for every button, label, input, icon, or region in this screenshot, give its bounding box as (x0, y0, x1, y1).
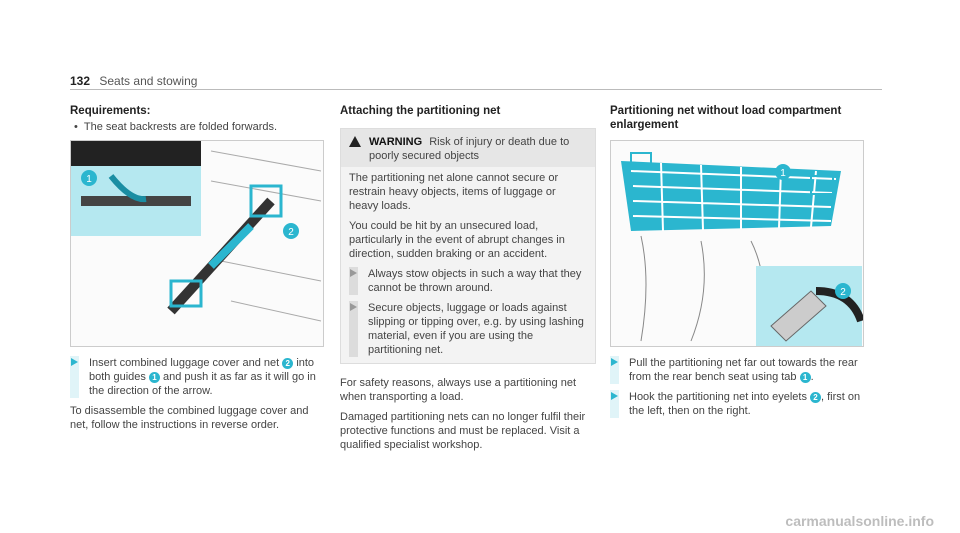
step-text: Hook the partitioning net into eyelets 2… (629, 390, 866, 418)
requirements-heading: Requirements: (70, 105, 151, 117)
step-text-part: . (810, 371, 814, 383)
page-number: 132 (70, 74, 91, 88)
callout-1-label: 1 (780, 168, 786, 179)
step-text-part: Insert combined luggage cover and net (89, 357, 280, 369)
warning-title-line: WARNING Risk of injury or death due to p… (369, 135, 587, 163)
inset-guide-rail (81, 196, 191, 206)
warning-header: WARNING Risk of injury or death due to p… (341, 129, 595, 167)
callout-2-label: 2 (840, 287, 846, 298)
step-text-part: into both guides (89, 357, 315, 383)
warning-step-text: Secure objects, luggage or loads against… (368, 302, 584, 356)
step-bar (349, 301, 358, 357)
step-text-part: and push it as far as it will go in the … (89, 371, 316, 397)
step-text-part: Pull the partitioning net far out toward… (629, 357, 858, 383)
inset-eyelet (770, 290, 827, 342)
figure-luggage-cover: 1 2 (70, 140, 324, 347)
eyelet-highlight-left (630, 152, 652, 169)
seat-line-art (640, 235, 765, 342)
warning-step-2: Secure objects, luggage or loads against… (349, 301, 587, 357)
warning-body: The partitioning net alone cannot secure… (341, 167, 595, 363)
step-bar (610, 356, 619, 384)
warning-title: WARNING (369, 136, 423, 148)
net-grid (630, 162, 837, 232)
step-arrow-icon (611, 358, 618, 366)
warning-paragraph-2: You could be hit by an unsecured load, p… (349, 220, 565, 260)
callout-1 (81, 170, 97, 186)
column-partitioning: Partitioning net without load compartmen… (610, 104, 866, 134)
requirement-text: The seat backrests are folded forwards. (83, 121, 278, 133)
step-bar (610, 390, 619, 418)
step-arrow-icon (350, 269, 357, 277)
callout-1 (775, 164, 791, 180)
guide-highlight-top (249, 184, 283, 218)
callout-2-label: 2 (288, 227, 294, 238)
requirement-bullet: • The seat backrests are folded forwards… (70, 120, 326, 134)
header-divider (70, 89, 882, 90)
partitioning-net-illustration: 1 2 (621, 152, 863, 346)
eyelet-highlight-right (810, 175, 834, 195)
guide-highlight-bottom (169, 279, 203, 308)
partitioning-heading: Partitioning net without load compartmen… (610, 105, 842, 131)
section-title: Seats and stowing (99, 74, 198, 88)
column-attaching: Attaching the partitioning net WARNING R… (340, 104, 596, 458)
step-insert-cover: Insert combined luggage cover and net 2 … (70, 356, 326, 398)
step-text: Insert combined luggage cover and net 2 … (89, 356, 326, 398)
bullet-dot: • (74, 121, 78, 133)
step-bar (70, 356, 79, 398)
step-text-part: Hook the partitioning net into eyelets (629, 391, 807, 403)
step-bar (349, 267, 358, 295)
direction-arrow (208, 223, 254, 269)
step-arrow-icon (71, 358, 78, 366)
damaged-net-paragraph: Damaged partitioning nets can no longer … (340, 411, 586, 451)
warning-step-text: Always stow objects in such a way that t… (368, 268, 582, 294)
badge-1: 1 (799, 371, 811, 383)
callout-2 (283, 223, 299, 239)
column3-steps: Pull the partitioning net far out toward… (610, 350, 866, 418)
step-text-part: , first on the left, then on the right. (629, 391, 861, 417)
warning-step-1: Always stow objects in such a way that t… (349, 267, 587, 295)
callout-2 (835, 283, 851, 299)
safety-paragraph: For safety reasons, always use a partiti… (340, 377, 577, 403)
watermark: carmanualsonline.info (785, 513, 934, 529)
line-art (210, 150, 322, 322)
step-arrow-icon (350, 303, 357, 311)
warning-triangle-icon (349, 136, 361, 147)
step-pull-net: Pull the partitioning net far out toward… (610, 356, 866, 384)
warning-subtitle: Risk of injury or death due to poorly se… (369, 136, 570, 162)
step-hook-net: Hook the partitioning net into eyelets 2… (610, 390, 866, 418)
step-arrow-icon (611, 392, 618, 400)
inset-arrow (108, 174, 147, 203)
figure-partitioning-net: 1 2 (610, 140, 864, 347)
luggage-cover-illustration: 1 2 (71, 141, 322, 322)
callout-1-label: 1 (86, 174, 92, 185)
warning-paragraph-1: The partitioning net alone cannot secure… (349, 172, 559, 212)
badge-1: 1 (148, 371, 160, 383)
disassemble-paragraph: To disassemble the combined luggage cove… (70, 405, 309, 431)
badge-2: 2 (282, 357, 294, 369)
column-requirements: Requirements: • The seat backrests are f… (70, 104, 326, 134)
page-header: 132 Seats and stowing (70, 74, 197, 88)
column1-steps: Insert combined luggage cover and net 2 … (70, 350, 326, 438)
badge-2: 2 (810, 391, 822, 403)
step-text: Pull the partitioning net far out toward… (629, 356, 866, 384)
attaching-heading: Attaching the partitioning net (340, 105, 501, 117)
warning-box: WARNING Risk of injury or death due to p… (340, 128, 596, 364)
